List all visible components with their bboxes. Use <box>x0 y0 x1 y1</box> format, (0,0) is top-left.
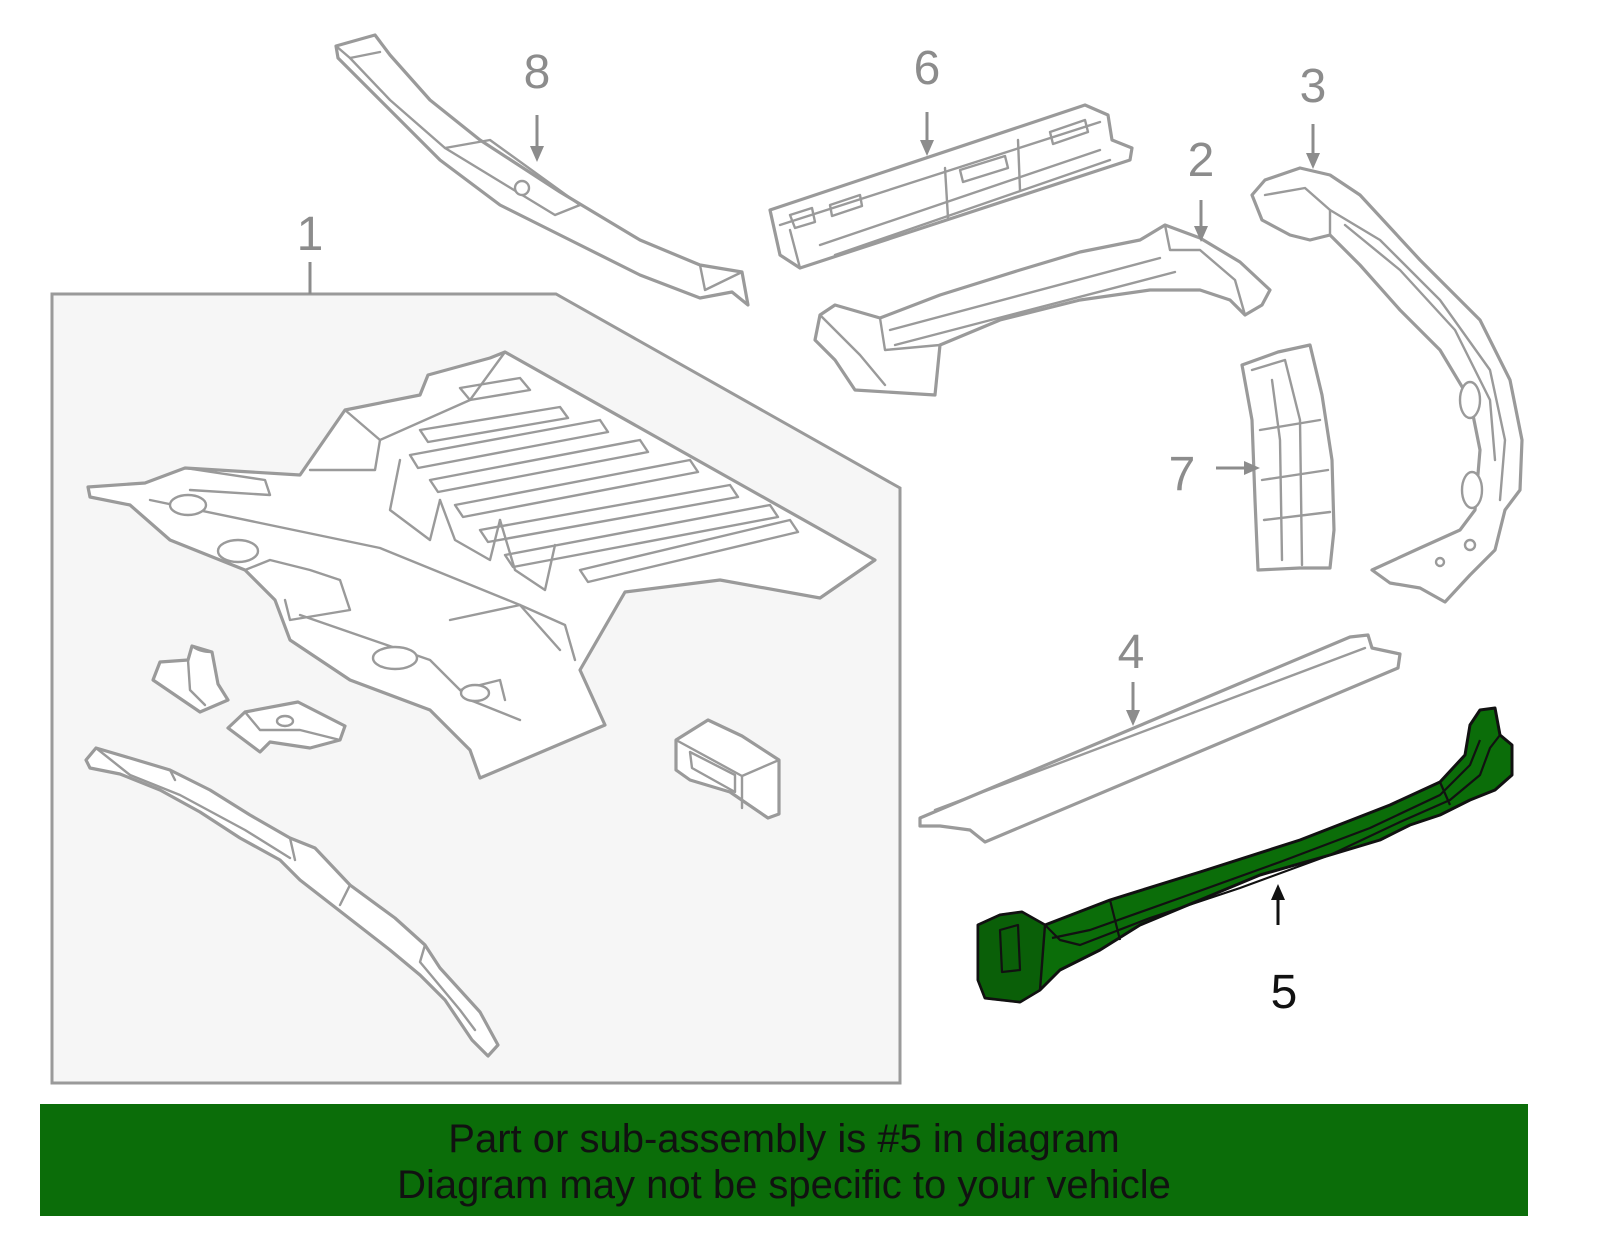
part-4-rail[interactable] <box>918 633 1402 844</box>
part-5-rocker-panel-highlighted[interactable] <box>976 706 1514 1004</box>
part-2-rail[interactable] <box>813 223 1272 397</box>
small-bracket-b-part[interactable] <box>226 700 347 754</box>
callout-8-label: 8 <box>524 46 551 99</box>
callout-3-arrowhead <box>1306 153 1320 169</box>
callout-5-label: 5 <box>1271 966 1298 1019</box>
callout-7-arrowhead <box>1244 461 1260 475</box>
part-info-banner: Part or sub-assembly is #5 in diagram Di… <box>40 1104 1528 1216</box>
part-6-rail[interactable] <box>768 103 1134 270</box>
callout-4-label: 4 <box>1118 626 1145 679</box>
callout-2-label: 2 <box>1188 134 1215 187</box>
part-3-pillar[interactable] <box>1250 166 1524 604</box>
floor-rail-part[interactable] <box>84 746 500 1058</box>
small-bracket-a-part[interactable] <box>151 644 230 714</box>
callout-8-arrowhead <box>530 146 544 162</box>
callout-3-label: 3 <box>1300 60 1327 113</box>
part-7-panel[interactable] <box>1240 343 1336 572</box>
part-8-crossmember[interactable] <box>334 33 750 307</box>
callout-5-arrowhead <box>1271 884 1285 900</box>
callout-2-arrowhead <box>1194 226 1208 242</box>
callout-7-label: 7 <box>1169 448 1196 501</box>
part-1-assembly-group[interactable] <box>50 292 902 1085</box>
callout-1-label: 1 <box>297 208 324 261</box>
box-bracket-part[interactable] <box>674 718 781 820</box>
callout-4-arrowhead <box>1126 710 1140 726</box>
banner-line-part-number: Part or sub-assembly is #5 in diagram <box>448 1117 1120 1161</box>
callout-6-label: 6 <box>914 42 941 95</box>
floor-pan-part[interactable] <box>86 350 877 780</box>
callout-6-arrowhead <box>920 140 934 156</box>
banner-line-disclaimer: Diagram may not be specific to your vehi… <box>397 1163 1171 1207</box>
